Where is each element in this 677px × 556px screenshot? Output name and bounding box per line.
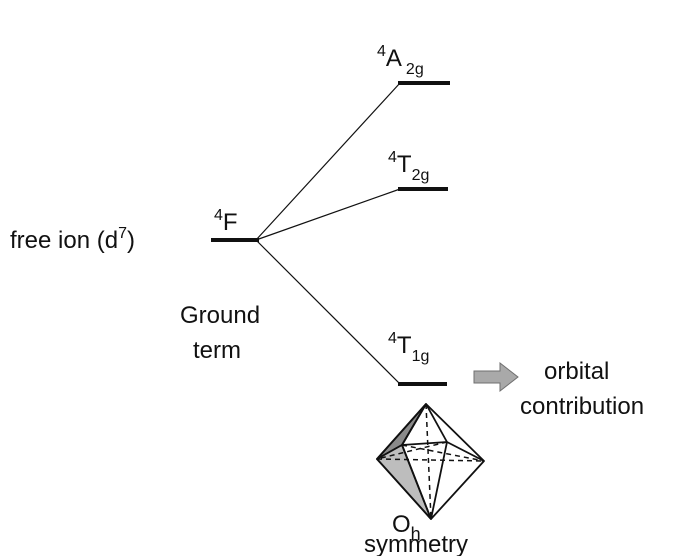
orbital-note-line1: orbital — [544, 358, 609, 385]
level-t2g-label: 4T2g — [388, 149, 429, 184]
octahedron-icon — [376, 403, 485, 520]
symmetry-symbol: Oh — [392, 511, 421, 544]
connector-a2g — [255, 82, 401, 241]
level-t1g-label: 4T1g — [388, 330, 429, 365]
connector-t2g — [255, 188, 401, 241]
symmetry-word: symmetry — [364, 531, 468, 556]
arrow-icon — [473, 361, 519, 393]
connector-t1g — [255, 239, 401, 385]
free-ion-label: free ion (d7) — [10, 225, 135, 254]
orbital-note-line2: contribution — [520, 393, 644, 420]
ground-caption-line1: Ground — [180, 302, 260, 329]
ground-term-label: 4F — [214, 207, 238, 236]
ground-caption-line2: term — [193, 337, 241, 364]
